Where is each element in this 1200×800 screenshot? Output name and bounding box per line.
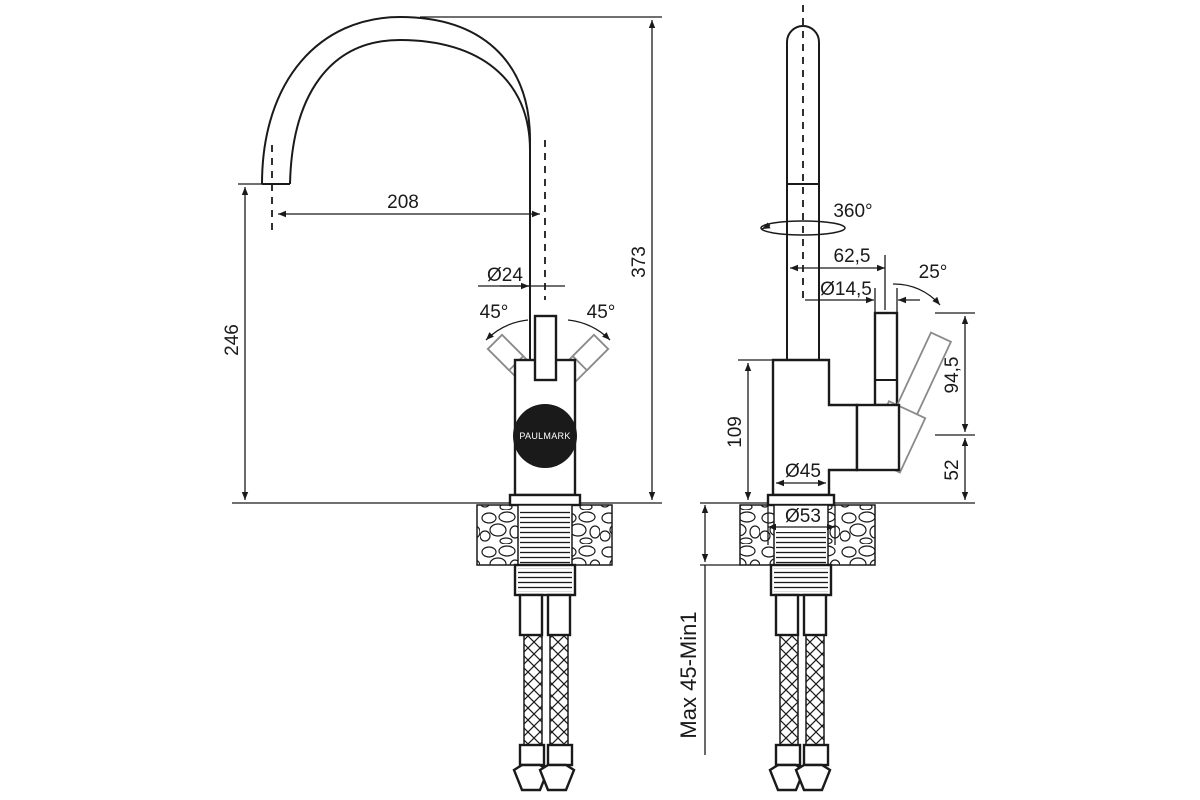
shank-thread-side bbox=[776, 532, 826, 565]
spout-inner-contour bbox=[289, 38, 531, 360]
nut-thread-side bbox=[774, 568, 828, 592]
lever-angle-right-label: 45° bbox=[587, 302, 616, 323]
lever-offset-label: 62,5 bbox=[834, 246, 871, 267]
spout-side bbox=[786, 25, 820, 360]
angle-arc-right bbox=[567, 319, 611, 341]
hose-braid-right-side bbox=[805, 634, 825, 746]
lever-front bbox=[533, 314, 558, 382]
hose-connector-left-front bbox=[518, 593, 544, 637]
angle-arc-side bbox=[892, 283, 941, 306]
lever-hub-side bbox=[855, 403, 901, 472]
hose-ferrule-right-front bbox=[546, 743, 574, 767]
hose-braid-left-side bbox=[779, 634, 799, 746]
base-ring-side bbox=[766, 493, 836, 507]
spout-outer-contour bbox=[261, 15, 531, 360]
base-diameter-label: Ø53 bbox=[785, 506, 821, 527]
hose-braid-left-front bbox=[523, 634, 543, 746]
spout-height-label: 246 bbox=[222, 324, 243, 356]
body-diameter-label: Ø45 bbox=[785, 461, 821, 482]
side-view: 360° 62,5 bbox=[676, 5, 975, 792]
countertop-thickness-label: Max 45-Min1 bbox=[676, 611, 701, 738]
front-view: PAULMARK 208 373 246 Ø24 45° bbox=[222, 15, 662, 792]
lever-tilt-label: 25° bbox=[919, 262, 948, 283]
rotation-angle-label: 360° bbox=[833, 201, 872, 222]
hose-ferrule-left-side bbox=[774, 743, 802, 767]
lever-length-label: 94,5 bbox=[942, 357, 963, 394]
lever-diameter-label: Ø14,5 bbox=[820, 279, 872, 300]
total-height-label: 373 bbox=[629, 246, 650, 278]
brand-medallion bbox=[513, 404, 577, 468]
spout-reach-label: 208 bbox=[387, 192, 419, 213]
rotation-ellipse bbox=[760, 220, 846, 236]
hose-ferrule-left-front bbox=[518, 743, 546, 767]
lever-angle-left-label: 45° bbox=[480, 302, 509, 323]
hose-ferrule-right-side bbox=[802, 743, 830, 767]
hose-nut-right-side bbox=[794, 763, 832, 792]
brand-logo: PAULMARK bbox=[519, 431, 570, 441]
hose-nut-right-front bbox=[538, 763, 576, 792]
lever-side bbox=[873, 311, 899, 407]
hose-connector-left-side bbox=[774, 593, 800, 637]
spout-diameter-label: Ø24 bbox=[487, 265, 523, 286]
body-height-label: 109 bbox=[725, 416, 746, 448]
nut-thread-front bbox=[518, 568, 572, 592]
shank-thread-front bbox=[520, 510, 570, 565]
hose-connector-right-front bbox=[546, 593, 572, 637]
lever-axis-height-label: 52 bbox=[942, 459, 963, 480]
angle-arc-left bbox=[485, 319, 529, 341]
hose-connector-right-side bbox=[802, 593, 828, 637]
hose-braid-right-front bbox=[549, 634, 569, 746]
base-ring-front bbox=[508, 493, 582, 507]
